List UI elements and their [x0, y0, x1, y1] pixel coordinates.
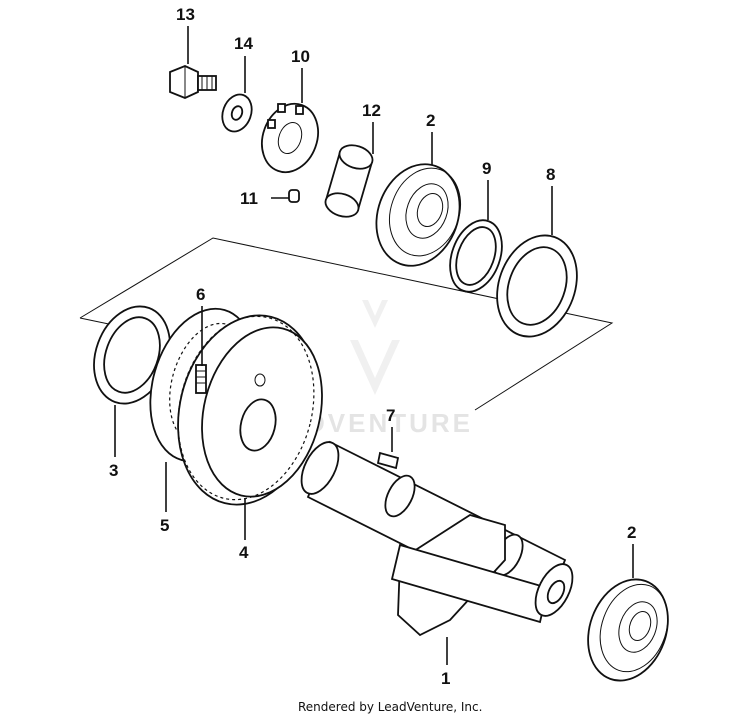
part-11-pin [288, 189, 300, 203]
part-14-washer [221, 93, 253, 133]
part-13-bolt [169, 65, 217, 99]
callout-3: 3 [109, 461, 118, 480]
callout-10: 10 [291, 47, 310, 66]
callout-1: 1 [441, 669, 450, 688]
part-10-lock-plate [261, 102, 319, 174]
watermark-logo [350, 300, 400, 395]
callout-11: 11 [240, 189, 258, 208]
part-2-bearing-bottom [587, 578, 669, 682]
callout-2-bottom: 2 [627, 523, 636, 542]
part-2-bearing-top [375, 163, 461, 267]
part-3-washer [93, 305, 171, 405]
leader-lines [114, 26, 634, 665]
part-6-spring [195, 364, 207, 394]
callout-12: 12 [362, 101, 381, 120]
footer-credit: Rendered by LeadVenture, Inc. [298, 700, 482, 714]
callout-8: 8 [546, 165, 555, 184]
callout-4: 4 [239, 543, 249, 562]
callout-14: 14 [234, 34, 253, 53]
callout-6: 6 [196, 285, 205, 304]
callout-5: 5 [160, 516, 169, 535]
callout-2-top: 2 [426, 111, 435, 130]
part-4-gear [177, 314, 323, 506]
part-8-thrust-washer [496, 234, 578, 338]
callout-9: 9 [482, 159, 491, 178]
callout-13: 13 [176, 5, 195, 24]
callout-7: 7 [386, 406, 395, 425]
part-12-bushing [324, 144, 374, 218]
part-1-crankshaft [300, 440, 574, 637]
part-7-key [376, 451, 400, 470]
part-9-snap-ring [449, 219, 503, 293]
